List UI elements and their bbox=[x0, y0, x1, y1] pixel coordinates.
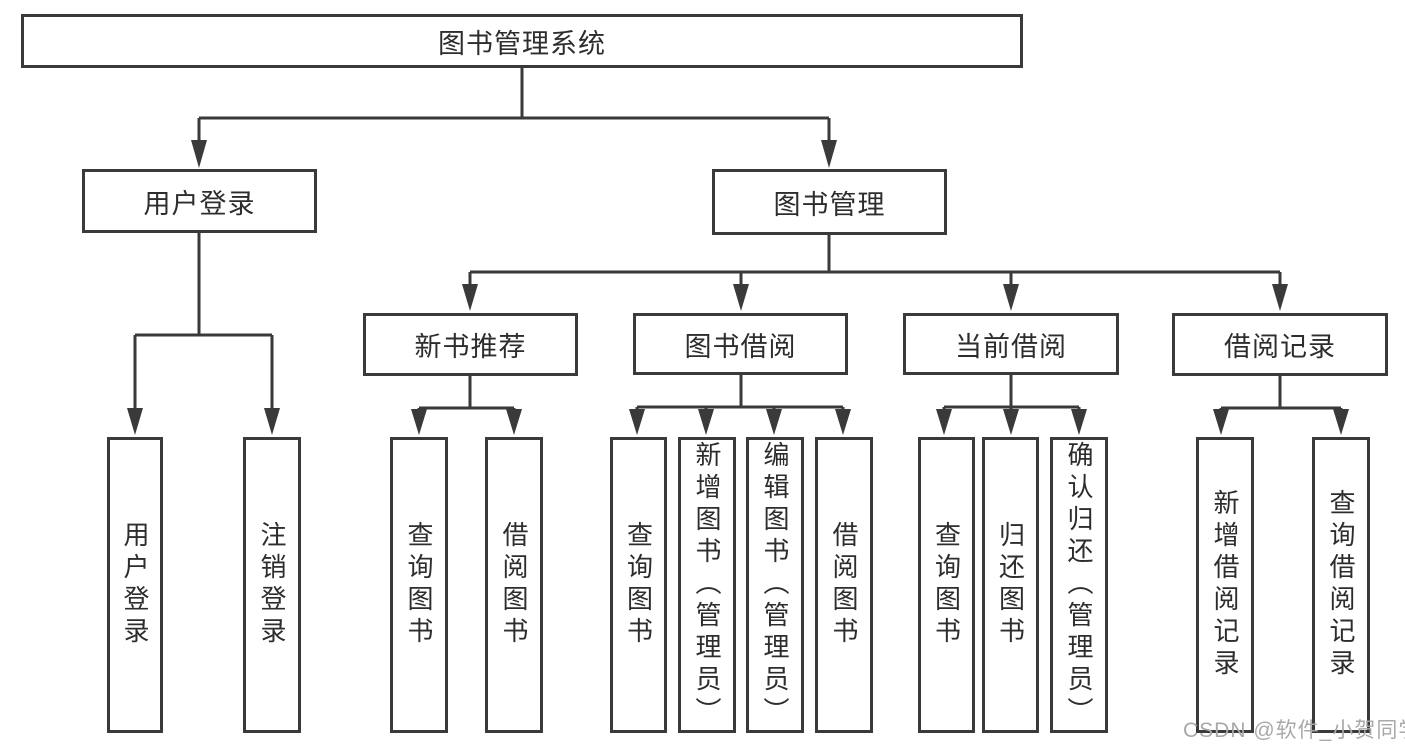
node-book-management: 图书管理 bbox=[712, 169, 947, 235]
leaf-add-borrow-record: 新增借阅记录 bbox=[1196, 437, 1254, 733]
leaf-return-book: 归还图书 bbox=[982, 437, 1039, 733]
leaf-user-login-label: 用户登录 bbox=[120, 521, 150, 649]
leaf-add-book-admin: 新增图书（管理员） bbox=[678, 437, 736, 733]
leaf-user-login: 用户登录 bbox=[107, 437, 163, 733]
node-borrow-records-label: 借阅记录 bbox=[1224, 332, 1336, 362]
node-user-login-label: 用户登录 bbox=[143, 188, 256, 219]
node-borrow-records: 借阅记录 bbox=[1172, 313, 1388, 376]
leaf-query-borrow-record-label: 查询借阅记录 bbox=[1326, 489, 1356, 681]
node-new-book-recommend-label: 新书推荐 bbox=[414, 332, 527, 362]
node-book-borrow-label: 图书借阅 bbox=[684, 331, 797, 362]
node-current-borrow-label: 当前借阅 bbox=[955, 331, 1067, 362]
leaf-query-book-3-label: 查询图书 bbox=[931, 521, 962, 649]
node-book-borrow: 图书借阅 bbox=[633, 313, 848, 375]
node-current-borrow: 当前借阅 bbox=[903, 313, 1119, 375]
node-book-management-label: 图书管理 bbox=[773, 189, 886, 220]
leaf-edit-book-admin-label: 编辑图书（管理员） bbox=[760, 441, 790, 729]
leaf-return-book-label: 归还图书 bbox=[995, 521, 1026, 649]
leaf-logout-label: 注销登录 bbox=[257, 521, 287, 649]
node-new-book-recommend: 新书推荐 bbox=[363, 313, 578, 376]
leaf-borrow-book-2-label: 借阅图书 bbox=[829, 521, 859, 649]
leaf-confirm-return-admin: 确认归还（管理员） bbox=[1050, 437, 1108, 733]
leaf-borrow-book-1: 借阅图书 bbox=[485, 437, 543, 733]
leaf-confirm-return-admin-label: 确认归还（管理员） bbox=[1064, 441, 1094, 729]
leaf-query-book-2-label: 查询图书 bbox=[623, 521, 654, 649]
leaf-logout: 注销登录 bbox=[243, 437, 301, 733]
leaf-query-book-1-label: 查询图书 bbox=[404, 521, 434, 649]
leaf-add-book-admin-label: 新增图书（管理员） bbox=[692, 441, 722, 729]
node-user-login: 用户登录 bbox=[82, 169, 317, 233]
node-root-label: 图书管理系统 bbox=[438, 28, 606, 59]
leaf-query-book-3: 查询图书 bbox=[918, 437, 975, 733]
leaf-edit-book-admin: 编辑图书（管理员） bbox=[746, 437, 804, 733]
leaf-add-borrow-record-label: 新增借阅记录 bbox=[1210, 489, 1240, 681]
leaf-query-borrow-record: 查询借阅记录 bbox=[1312, 437, 1370, 733]
leaf-borrow-book-1-label: 借阅图书 bbox=[499, 521, 529, 649]
node-root: 图书管理系统 bbox=[21, 14, 1023, 68]
leaf-query-book-1: 查询图书 bbox=[390, 437, 448, 733]
leaf-query-book-2: 查询图书 bbox=[610, 437, 667, 733]
leaf-borrow-book-2: 借阅图书 bbox=[815, 437, 873, 733]
csdn-watermark: CSDN @软件_小贺同学 bbox=[1183, 719, 1405, 742]
